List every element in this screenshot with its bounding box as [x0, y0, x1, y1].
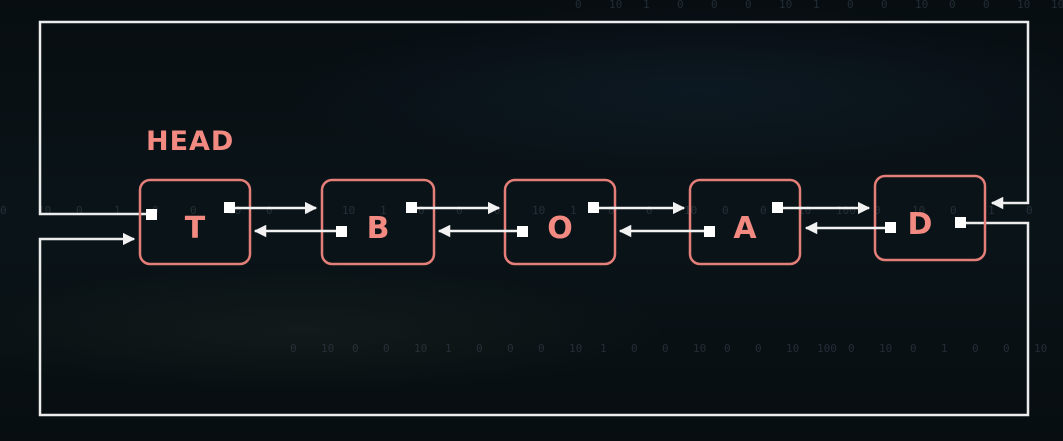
- background-digit: 0: [662, 342, 669, 355]
- background-digit: 10: [693, 342, 706, 355]
- prev-port: [885, 222, 896, 233]
- background-digit: 0: [983, 0, 990, 11]
- background-digit: 0: [881, 0, 888, 11]
- background-digit: 10: [1017, 0, 1030, 11]
- background-digit: 0: [874, 204, 881, 217]
- background-digit: 0: [711, 0, 718, 11]
- next-port: [224, 202, 235, 213]
- background-digit: 0: [266, 204, 273, 217]
- background-digit: 10: [879, 342, 892, 355]
- background-digit: 10: [786, 342, 799, 355]
- background-digit: 0: [760, 204, 767, 217]
- background-digit: 0: [950, 204, 957, 217]
- background-digit: 1: [988, 204, 995, 217]
- background-digit: 10: [321, 342, 334, 355]
- background-digit: 100: [817, 342, 837, 355]
- background-digit: 0: [476, 342, 483, 355]
- node-label: T: [185, 211, 206, 246]
- node-label: A: [733, 211, 757, 246]
- background-digit: 0: [352, 342, 359, 355]
- background-digit: 0: [76, 204, 83, 217]
- node-box: [873, 174, 987, 262]
- background-digit: 0: [538, 342, 545, 355]
- node-0: T: [138, 178, 252, 266]
- background-digit: 10: [569, 342, 582, 355]
- node-box: [503, 178, 617, 266]
- prev-port: [336, 226, 347, 237]
- next-port: [406, 202, 417, 213]
- background-digit: 0: [972, 342, 979, 355]
- background-digit: 10: [915, 0, 928, 11]
- next-port: [588, 202, 599, 213]
- background-digit: 0: [1026, 204, 1033, 217]
- background-digit: 0: [575, 0, 582, 11]
- background-digit: 0: [494, 204, 501, 217]
- background-digit: 0: [755, 342, 762, 355]
- background-digit: 0: [0, 204, 7, 217]
- background-digit: 0: [290, 342, 297, 355]
- prev-port: [517, 226, 528, 237]
- background-digit: 1: [600, 342, 607, 355]
- background-digit: 0: [608, 204, 615, 217]
- background-digit: 1: [643, 0, 650, 11]
- background-digit: 10: [532, 204, 545, 217]
- background-digit: 0: [677, 0, 684, 11]
- background-digit: 10: [779, 0, 792, 11]
- background-digit: 0: [722, 204, 729, 217]
- next-port: [772, 202, 783, 213]
- prev-port: [704, 226, 715, 237]
- background-digit: 1: [570, 204, 577, 217]
- background-digit: 0: [848, 342, 855, 355]
- background-digit: 0: [949, 0, 956, 11]
- node-box: [138, 178, 252, 266]
- background-digit: 0: [190, 204, 197, 217]
- background-digit: 0: [383, 342, 390, 355]
- node-3: A: [688, 178, 802, 266]
- node-1: B: [320, 178, 436, 266]
- background-digit: 0: [646, 204, 653, 217]
- background-digit: 10: [342, 204, 355, 217]
- background-digit: 10: [1034, 342, 1047, 355]
- background-digit: 1: [114, 204, 121, 217]
- node-box: [320, 178, 436, 266]
- next-port: [955, 217, 966, 228]
- background-digit: 100: [836, 204, 856, 217]
- background-digit: 10: [912, 204, 925, 217]
- background-digit: 0: [418, 204, 425, 217]
- background-digit: 1: [941, 342, 948, 355]
- node-label: D: [908, 207, 933, 242]
- node-box: [688, 178, 802, 266]
- background-digit: 0: [507, 342, 514, 355]
- node-label: B: [367, 211, 390, 246]
- background-digit: 0: [456, 204, 463, 217]
- node-2: O: [503, 178, 617, 266]
- background-digit: 100: [1051, 0, 1063, 11]
- prev-port: [146, 209, 157, 220]
- background-digit: 10: [414, 342, 427, 355]
- background-digit: 0: [847, 0, 854, 11]
- background-digit: 10: [609, 0, 622, 11]
- background-digit: 0: [304, 204, 311, 217]
- background-digit: 1: [445, 342, 452, 355]
- background-digit: 0: [910, 342, 917, 355]
- background-digit: 0: [745, 0, 752, 11]
- background-digit: 1: [813, 0, 820, 11]
- background-digits: 0101000101001000101000100100100010100010…: [0, 0, 1063, 355]
- background-digit: 0: [631, 342, 638, 355]
- node-4: D: [873, 174, 987, 262]
- head-to-tail-wrap-line: [38, 221, 1030, 417]
- background-digit: 1: [380, 204, 387, 217]
- background-digit: 0: [1003, 342, 1010, 355]
- tail-to-head-wrap-line: [38, 20, 1030, 216]
- node-label: O: [547, 211, 573, 246]
- head-label: HEAD: [146, 126, 234, 157]
- background-digit: 0: [724, 342, 731, 355]
